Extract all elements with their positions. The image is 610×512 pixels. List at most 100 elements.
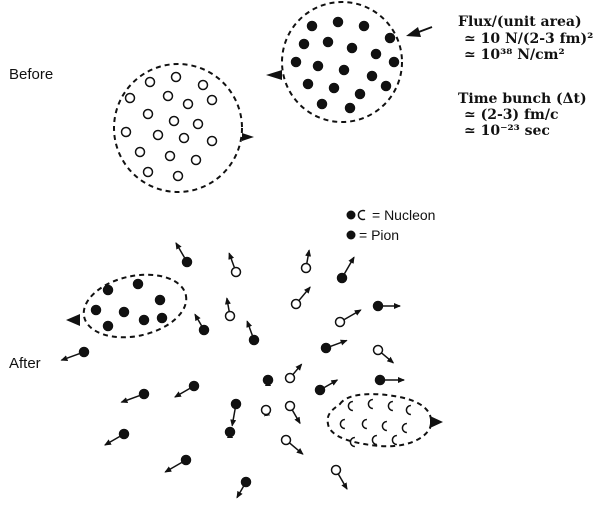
nucleon <box>199 81 208 90</box>
momentum-arrow <box>165 463 181 473</box>
nucleon <box>382 422 387 431</box>
nucleon <box>324 38 333 47</box>
pion <box>250 336 259 345</box>
nucleon <box>368 72 377 81</box>
emitted-particle <box>322 340 347 352</box>
pion <box>242 478 251 487</box>
pion <box>226 428 235 437</box>
legend-pion-label: = Pion <box>359 227 399 243</box>
flux-line-1: ≃ 10 N/(2-3 fm)² <box>464 31 593 47</box>
nucleon <box>348 402 353 411</box>
flux-title: Flux/(unit area) <box>458 14 582 30</box>
emitted-particle <box>175 382 199 398</box>
momentum-arrow <box>176 243 185 258</box>
fragment-left-nucleons <box>92 280 167 331</box>
emitted-particle <box>332 466 348 490</box>
momentum-arrow <box>324 380 337 388</box>
nucleon <box>144 110 153 119</box>
momentum-arrow <box>331 340 347 346</box>
nucleon <box>174 172 183 181</box>
pion <box>182 456 191 465</box>
pion <box>200 326 209 335</box>
nucleon <box>286 402 295 411</box>
momentum-arrow <box>344 310 360 320</box>
pion <box>374 302 383 311</box>
momentum-arrow <box>293 364 301 374</box>
nucleon <box>164 92 173 101</box>
motion-arrowhead-left <box>266 70 282 80</box>
nucleon <box>104 286 113 295</box>
nucleon <box>262 406 271 415</box>
nucleon <box>308 22 317 31</box>
momentum-arrow <box>232 409 235 426</box>
pion <box>80 348 89 357</box>
nucleon <box>300 40 309 49</box>
pion <box>183 258 192 267</box>
pion <box>338 274 347 283</box>
nucleon <box>348 44 357 53</box>
nucleon <box>292 300 301 309</box>
nucleon <box>356 90 365 99</box>
emitted-particle <box>105 430 129 446</box>
nucleon <box>390 58 399 67</box>
nucleon <box>144 168 153 177</box>
nucleon <box>406 406 411 415</box>
nucleon <box>154 131 163 140</box>
momentum-arrow <box>247 321 252 335</box>
emitted-particle <box>61 348 88 361</box>
emitted-particle <box>229 253 240 276</box>
left-nucleons <box>122 73 217 181</box>
nucleon <box>334 18 343 27</box>
emitted-particle <box>286 402 301 424</box>
nucleon <box>104 322 113 331</box>
emitted-particle <box>226 428 235 438</box>
before-label: Before <box>9 66 53 83</box>
nucleon <box>318 100 327 109</box>
legend-nucleon-label: = Nucleon <box>372 207 435 223</box>
after-fragment-left <box>66 266 192 346</box>
nucleon <box>346 104 355 113</box>
before-nucleus-left <box>114 64 254 192</box>
time-bunch-line-1: ≃ (2-3) fm/c <box>464 107 559 123</box>
pion <box>140 390 149 399</box>
nucleon <box>156 296 165 305</box>
nucleon <box>286 374 295 383</box>
momentum-arrow <box>290 443 303 454</box>
nucleon <box>362 420 367 429</box>
before-nucleus-right <box>266 2 432 122</box>
nucleon <box>330 84 339 93</box>
nucleon <box>226 312 235 321</box>
nucleon <box>136 148 145 157</box>
pion <box>316 386 325 395</box>
pion <box>376 376 385 385</box>
nucleon <box>374 346 383 355</box>
momentum-arrow <box>345 257 355 273</box>
momentum-arrow <box>227 298 229 311</box>
emitted-particle <box>292 287 311 308</box>
nucleon <box>392 436 397 445</box>
pion <box>190 382 199 391</box>
emitted-particle <box>195 314 209 334</box>
momentum-arrow <box>382 353 393 363</box>
nucleon <box>194 120 203 129</box>
nucleon <box>304 80 313 89</box>
momentum-arrow <box>105 437 120 446</box>
nucleon <box>360 22 369 31</box>
time-bunch-title: Time bunch (Δt) <box>458 91 587 107</box>
momentum-arrow <box>339 474 348 489</box>
nucleon <box>372 436 377 445</box>
emitted-particle <box>226 298 235 320</box>
nucleon <box>314 62 323 71</box>
legend-nucleon-filled-icon <box>347 211 356 220</box>
emitted-particle <box>374 346 394 363</box>
nucleon <box>386 34 395 43</box>
nucleon <box>332 466 341 475</box>
motion-arrowhead-right <box>242 133 254 141</box>
motion-arrowhead-left <box>66 314 80 326</box>
momentum-arrow <box>175 389 190 398</box>
momentum-arrow <box>293 410 301 423</box>
nucleon <box>134 280 143 289</box>
pion <box>264 376 273 385</box>
